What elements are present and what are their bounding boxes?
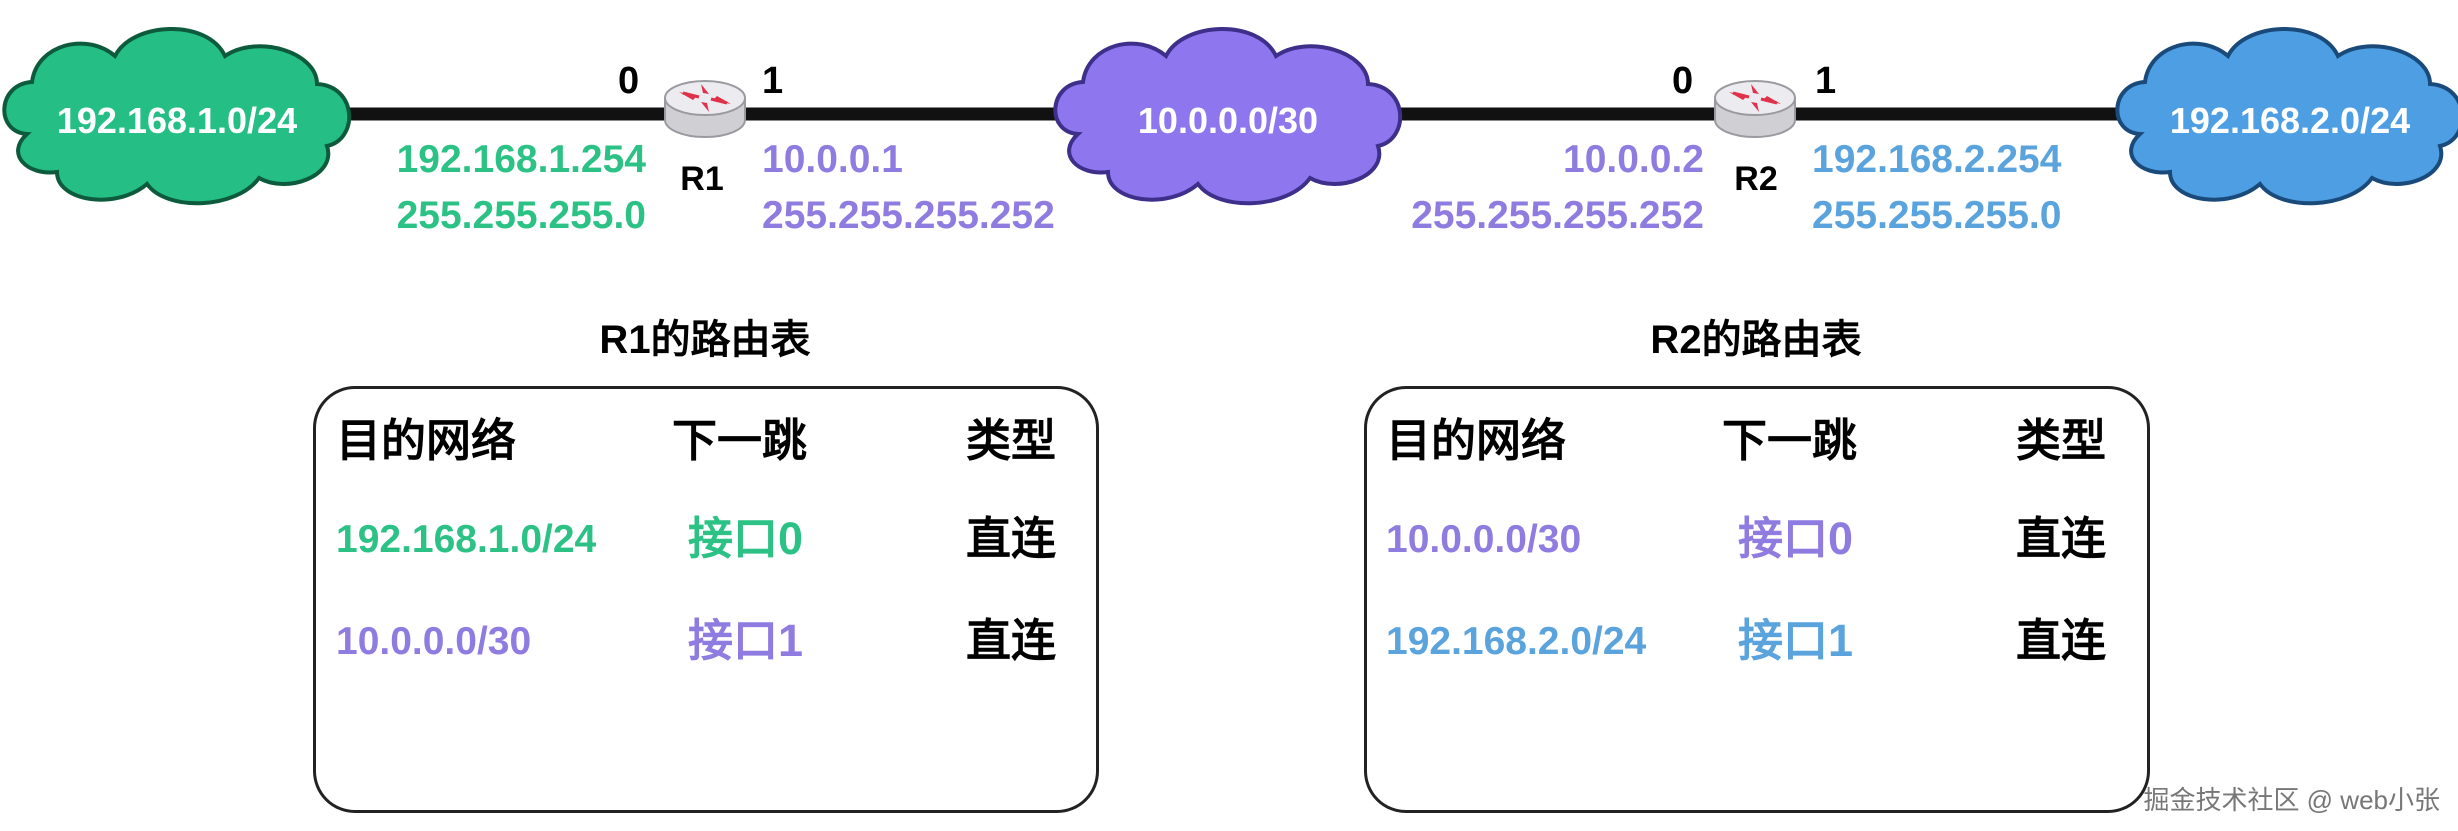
network-topology xyxy=(2,26,2458,206)
r1-if0-mask: 255.255.255.0 xyxy=(396,194,646,237)
r2-table-title: R2的路由表 xyxy=(1650,318,1862,362)
r1-row2-type: 直连 xyxy=(966,615,1057,666)
r2-header-type: 类型 xyxy=(2016,415,2107,466)
r2-row1-network: 10.0.0.0/30 xyxy=(1386,518,1582,561)
r1-header-destination: 目的网络 xyxy=(336,415,517,466)
r2-row2-next-hop: 接口1 xyxy=(1738,615,1854,666)
r2-row2-network: 192.168.2.0/24 xyxy=(1386,620,1647,663)
r2-header-destination: 目的网络 xyxy=(1386,415,1567,466)
r1-row1-network: 192.168.1.0/24 xyxy=(336,518,597,561)
r2-if1-mask: 255.255.255.0 xyxy=(1812,194,2062,237)
r1-if1-mask: 255.255.255.252 xyxy=(762,194,1055,237)
r2-row2-type: 直连 xyxy=(2016,615,2107,666)
network-label-left: 192.168.1.0/24 xyxy=(56,100,298,141)
r2-if0-mask: 255.255.255.252 xyxy=(1411,194,1704,237)
r1-if0-ip: 192.168.1.254 xyxy=(396,138,646,181)
r1-row1-next-hop: 接口0 xyxy=(688,513,804,564)
r2-row1-type: 直连 xyxy=(2016,513,2107,564)
network-label-right: 192.168.2.0/24 xyxy=(2169,100,2411,141)
r1-row1-type: 直连 xyxy=(966,513,1057,564)
r2-header-next-hop: 下一跳 xyxy=(1722,415,1858,466)
router-icon xyxy=(1713,79,1797,139)
r2-name: R2 xyxy=(1734,160,1778,198)
router-icon xyxy=(663,79,747,139)
r1-header-next-hop: 下一跳 xyxy=(672,415,808,466)
r1-port1-label: 1 xyxy=(762,60,784,102)
r1-routing-table xyxy=(313,386,1099,813)
r1-name: R1 xyxy=(680,160,724,198)
r1-table-title: R1的路由表 xyxy=(599,318,811,362)
r2-row1-next-hop: 接口0 xyxy=(1738,513,1854,564)
watermark: 掘金技术社区 @ web小张 xyxy=(2143,785,2440,815)
r1-if1-ip: 10.0.0.1 xyxy=(762,138,903,181)
r2-port0-label: 0 xyxy=(1672,60,1694,102)
r1-header-type: 类型 xyxy=(966,415,1057,466)
r2-routing-table xyxy=(1364,386,2150,813)
network-label-middle: 10.0.0.0/30 xyxy=(1137,100,1319,141)
r1-row2-network: 10.0.0.0/30 xyxy=(336,620,532,663)
r2-if0-ip: 10.0.0.2 xyxy=(1563,138,1704,181)
r1-row2-next-hop: 接口1 xyxy=(688,615,804,666)
r1-port0-label: 0 xyxy=(618,60,640,102)
r2-port1-label: 1 xyxy=(1815,60,1837,102)
r2-if1-ip: 192.168.2.254 xyxy=(1812,138,2062,181)
